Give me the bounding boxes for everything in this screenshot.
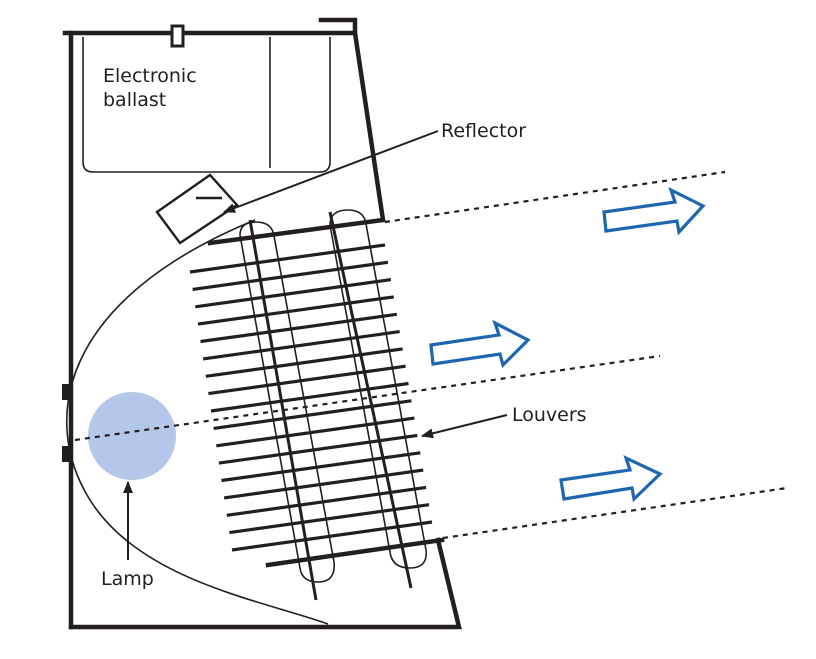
- lamp-label: Lamp: [101, 568, 154, 590]
- louver-slat: [213, 399, 412, 430]
- louver-slats: [189, 243, 433, 552]
- reflector-leader: [223, 130, 439, 213]
- airflow-arrow-middle: [429, 319, 531, 369]
- housing: [62, 17, 462, 630]
- louver-slat: [210, 381, 409, 413]
- louver-slat: [197, 295, 395, 326]
- louver-slat: [218, 433, 418, 465]
- louver-slat: [231, 520, 433, 552]
- reflector-curve: [65, 219, 329, 625]
- louver-slat: [221, 451, 421, 483]
- louvers-leader: [421, 414, 508, 439]
- ballast-label-line2: ballast: [103, 89, 166, 111]
- ballast-label-line1: Electronic: [103, 65, 197, 87]
- louver-slat: [200, 312, 398, 344]
- light-rays: [74, 170, 788, 540]
- reflector-label: Reflector: [441, 120, 526, 142]
- louver-slat: [208, 364, 406, 396]
- louvers-label: Louvers: [512, 404, 587, 426]
- louver-slat: [195, 278, 392, 309]
- lamp: [88, 392, 176, 480]
- electronic-ballast: [82, 37, 331, 173]
- louver-slat: [226, 485, 427, 517]
- louver-slat: [189, 243, 386, 274]
- louver-slat: [205, 347, 403, 378]
- lamp-socket: [155, 173, 239, 245]
- airflow-arrow-top: [602, 186, 706, 236]
- airflow-arrows: [429, 186, 706, 503]
- louver-slat: [229, 503, 430, 535]
- louver-slat: [223, 468, 424, 500]
- airflow-arrow-bottom: [559, 454, 663, 503]
- louver-slat: [202, 330, 400, 361]
- louver-slat: [216, 416, 415, 448]
- leader-lines: [123, 130, 508, 560]
- louver-slat: [192, 260, 389, 291]
